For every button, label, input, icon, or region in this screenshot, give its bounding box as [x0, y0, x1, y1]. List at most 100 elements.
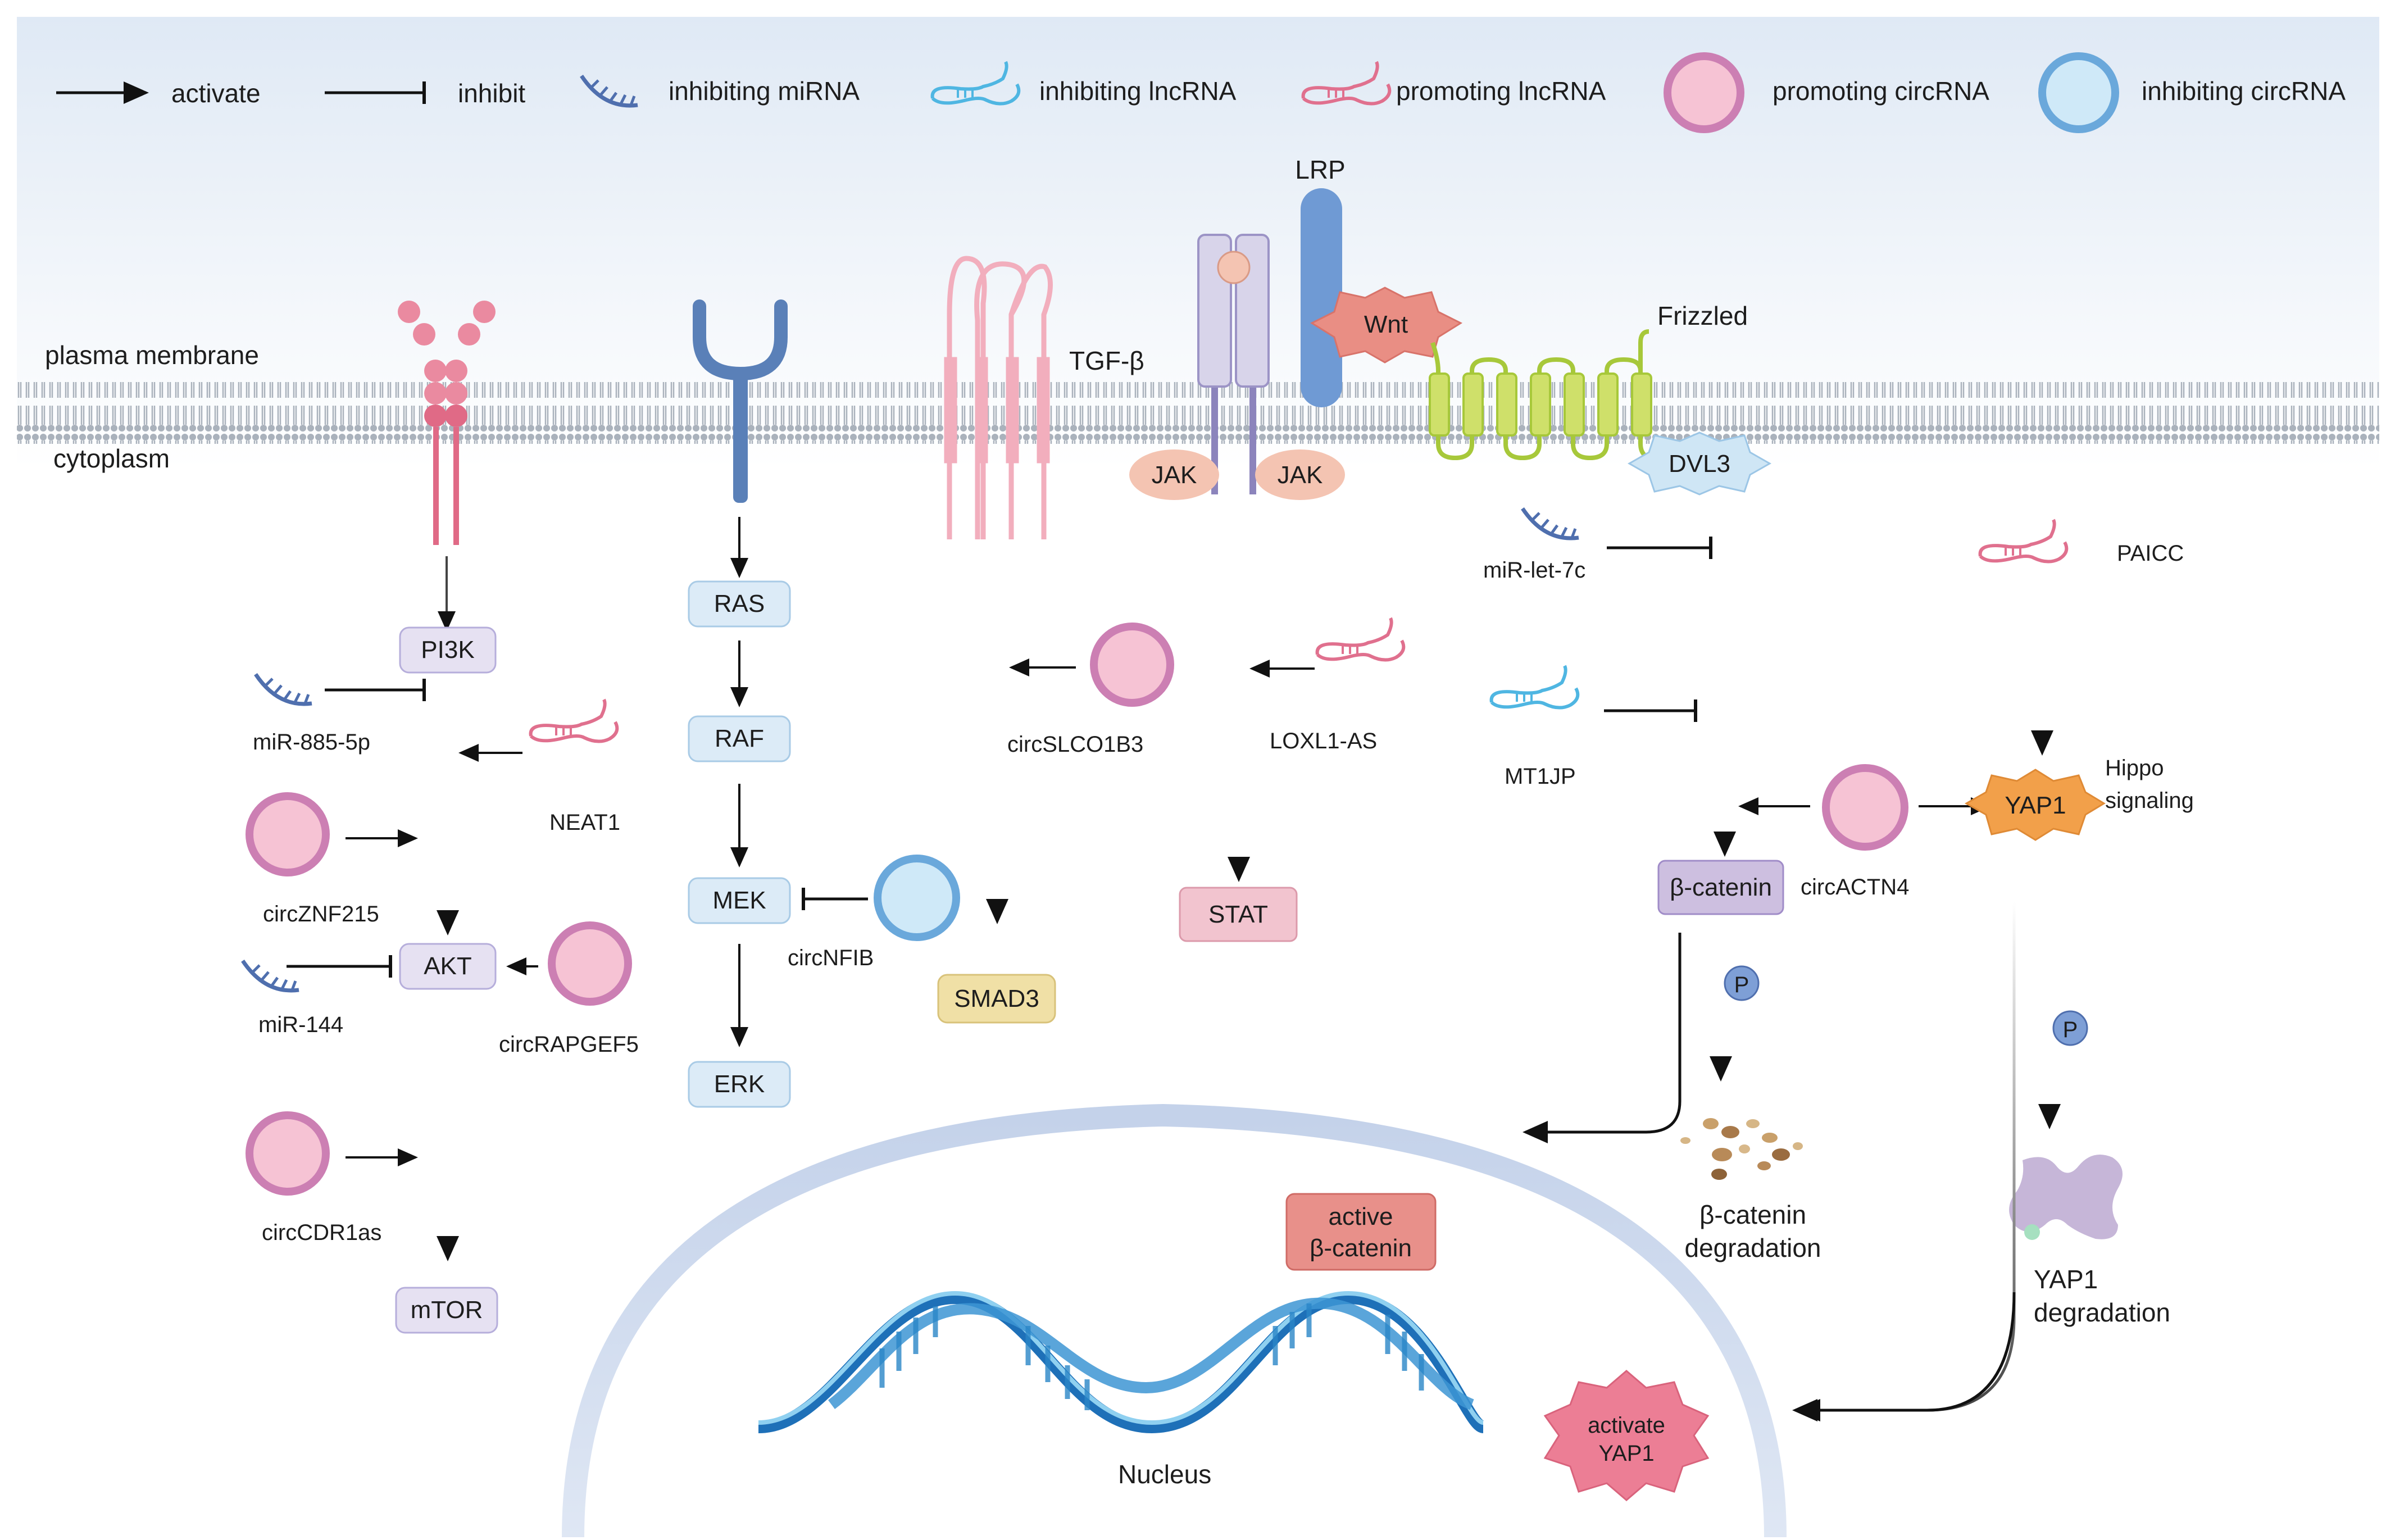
circactn4-icon [1822, 764, 1908, 851]
active-beta-catenin-line2: β-catenin [1310, 1234, 1412, 1262]
loxl1as-label: LOXL1-AS [1270, 729, 1377, 753]
dvl3-label: DVL3 [1669, 450, 1730, 478]
activate-yap1-line2: YAP1 [1598, 1441, 1654, 1466]
stat-node [1179, 887, 1298, 942]
nucleus-label: Nucleus [1118, 1460, 1211, 1489]
y-receptor-blue [693, 299, 788, 503]
active-beta-catenin-box [1285, 1193, 1437, 1271]
circznf215-icon [246, 792, 330, 876]
circslco1b3-label: circSLCO1B3 [1007, 732, 1143, 757]
beta-catenin-node [1657, 860, 1784, 915]
mek-label: MEK [712, 887, 766, 914]
circrapgef5-icon [548, 921, 632, 1006]
proteasome-icon [2009, 1155, 2123, 1239]
legend-activate-label: activate [171, 79, 261, 108]
neat1-label: NEAT1 [549, 810, 620, 835]
beta-catenin-degradation-line2: degradation [1685, 1233, 1821, 1262]
promoting-lncrna-icon [1301, 61, 1392, 106]
lrp-label: LRP [1295, 155, 1345, 184]
circrapgef5-label: circRAPGEF5 [499, 1032, 639, 1057]
yap1-node [1964, 769, 2106, 841]
mek-node [688, 877, 791, 924]
yap1-label: YAP1 [2005, 792, 2066, 819]
jak-right [1255, 449, 1345, 500]
dvl3 [1627, 431, 1772, 496]
jak-left [1129, 449, 1219, 500]
cytoplasm-label: cytoplasm [53, 444, 170, 473]
jak-left-label: JAK [1152, 461, 1197, 489]
pi3k-label: PI3K [421, 636, 474, 664]
promoting-circrna-icon [1664, 52, 1744, 133]
mir144-inhibit-bar [287, 955, 392, 978]
phospho-badge-2-label: P [2063, 1017, 2078, 1042]
legend-inhibit-label: inhibit [458, 79, 525, 108]
loxl1as-icon [1315, 617, 1406, 662]
mirlet7c-label: miR-let-7c [1483, 558, 1585, 583]
paicc-icon [1978, 519, 2069, 564]
circnfib-label: circNFIB [788, 946, 874, 970]
mir144-label: miR-144 [258, 1012, 343, 1037]
mir144-icon [241, 960, 299, 993]
phospho-badge-1 [1724, 965, 1760, 1001]
circactn4-label: circACTN4 [1801, 875, 1909, 900]
mirlet7c-inhibit-bar [1607, 537, 1712, 559]
wnt-label: Wnt [1364, 311, 1408, 338]
plasma-membrane-label: plasma membrane [45, 340, 259, 370]
mir885-inhibit-bar [325, 679, 426, 701]
inhibit-bar-icon [325, 81, 426, 104]
yap1-degradation-line1: YAP1 [2034, 1265, 2098, 1294]
pi3k-node [399, 626, 497, 674]
activate-yap1-line1: activate [1588, 1413, 1665, 1438]
beta-catenin-label: β-catenin [1670, 874, 1772, 901]
mt1jp-label: MT1JP [1505, 764, 1576, 789]
beta-catenin-to-nucleus-arrow [1523, 933, 1682, 1143]
akt-label: AKT [424, 952, 472, 980]
mir885-label: miR-885-5p [253, 730, 370, 755]
smad3-label: SMAD3 [954, 985, 1039, 1012]
ras-node [688, 580, 791, 628]
stat-label: STAT [1208, 901, 1268, 928]
hippo-signaling-line2: signaling [2105, 788, 2194, 813]
inhibiting-lncrna-icon [930, 61, 1021, 106]
frizzled-receptor [1429, 329, 1674, 464]
akt-node [399, 943, 497, 990]
legend-inhibiting-lncrna-label: inhibiting lncRNA [1039, 76, 1237, 106]
circznf215-label: circZNF215 [263, 902, 379, 926]
erk-node [688, 1061, 791, 1108]
circslco1b3-icon [1090, 623, 1174, 707]
mt1jp-inhibit-bar [1604, 699, 1697, 722]
circcdr1as-icon [246, 1111, 330, 1196]
tgf-beta-receptor [944, 256, 1053, 539]
phospho-badge-2 [2052, 1010, 2088, 1046]
dna-helix-icon [758, 1291, 1485, 1434]
circnfib-icon [874, 855, 960, 941]
rtk-receptor-pink [398, 301, 496, 545]
legend-promoting-lncrna-label: promoting lncRNA [1396, 76, 1606, 106]
legend: activate inhibit inhibiting miRNA inhibi… [56, 52, 2346, 133]
mtor-label: mTOR [411, 1296, 483, 1324]
mirlet7c-icon [1521, 507, 1579, 540]
erk-label: ERK [714, 1070, 765, 1098]
mtor-node [395, 1287, 498, 1334]
ubiquitin-dot-icon [2024, 1224, 2040, 1240]
raf-label: RAF [715, 725, 764, 752]
frizzled-label: Frizzled [1657, 301, 1748, 330]
lrp-receptor [1301, 188, 1342, 407]
wnt-ligand [1310, 287, 1463, 364]
circcdr1as-label: circCDR1as [262, 1220, 381, 1245]
yap1-degradation-line2: degradation [2034, 1298, 2170, 1327]
mir885-icon [254, 673, 312, 706]
beta-catenin-degradation-line1: β-catenin [1699, 1200, 1806, 1229]
activate-yap1-burst [1543, 1370, 1710, 1501]
active-beta-catenin-line1: active [1329, 1203, 1393, 1230]
paicc-label: PAICC [2117, 541, 2184, 566]
mt1jp-icon [1489, 665, 1580, 710]
ras-label: RAS [714, 590, 765, 617]
tgf-beta-label: TGF-β [1069, 346, 1144, 375]
neat1-icon [529, 698, 619, 743]
mirna-icon [580, 75, 638, 108]
legend-promoting-circrna-label: promoting circRNA [1773, 76, 1989, 106]
raf-node [688, 715, 791, 762]
jak-right-label: JAK [1278, 461, 1323, 489]
